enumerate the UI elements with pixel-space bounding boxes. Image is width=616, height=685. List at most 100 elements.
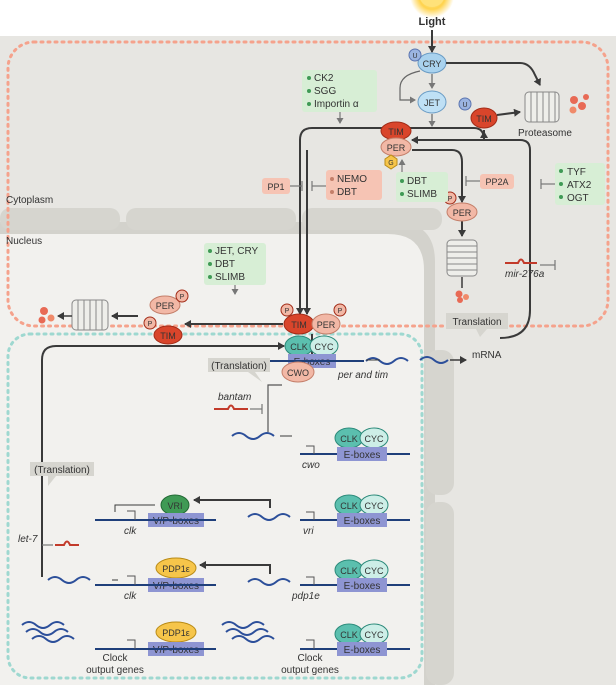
per-protein-left (149, 295, 181, 315)
ubiquitin-badge (458, 97, 472, 111)
cytoplasm-label: Cytoplasm (6, 195, 53, 206)
clk-gene-label-2: clk (124, 591, 137, 602)
envelope-piece-side (426, 502, 454, 685)
svg-text:DBT: DBT (215, 259, 235, 270)
clk-mrna-wave (47, 576, 91, 584)
clk-label: CLK (340, 434, 358, 444)
per-protein-nuc (311, 313, 341, 335)
translation-cwo-label: (Translation) (211, 361, 267, 372)
mir276a-label: mir-276a (505, 269, 545, 280)
svg-text:DBT: DBT (337, 187, 357, 198)
cwo-tss (306, 445, 315, 454)
pp2a-label: PP2A (485, 177, 508, 187)
cry-to-proteasome-arrow (446, 62, 541, 86)
clk-label: CLK (340, 630, 358, 640)
vpbox-vri-label: V/P-boxes (153, 516, 199, 527)
output-tss-left (127, 639, 136, 649)
envelope-piece (0, 208, 120, 230)
cwo-mrna-wave (231, 432, 275, 440)
top-background (0, 0, 616, 36)
output-mrna-right (221, 621, 275, 643)
ebox-cwo-label: E-boxes (344, 450, 381, 461)
cyc-label: CYC (364, 566, 384, 576)
translation-callout-2 (30, 462, 94, 486)
mrna-main-wave-2 (419, 356, 449, 364)
nucleus-border (6, 332, 424, 680)
degraded-fragments-icon (38, 307, 55, 324)
per-label-left: PER (156, 301, 175, 311)
cyc-label: CYC (364, 501, 384, 511)
tim-label-nuc: TIM (291, 320, 307, 330)
svg-text:ATX2: ATX2 (567, 180, 592, 191)
degraded-fragments-icon (569, 94, 589, 114)
vri-gene-label: vri (303, 526, 314, 537)
clock-output-label-left-2: output genes (86, 665, 144, 676)
tim-to-proteasome-arrow (496, 108, 521, 117)
translation-2-label: (Translation) (34, 465, 90, 476)
tim-ubiq-protein (470, 107, 498, 129)
vpbox-output-label: V/P-boxes (153, 645, 199, 656)
translation-callout-cwo (208, 358, 270, 382)
ebox-vri (337, 513, 387, 527)
translation-label: Translation (452, 317, 501, 328)
cyc-label: CYC (314, 342, 334, 352)
vri-to-clk-arrow (114, 504, 155, 512)
vri-tss (306, 511, 315, 520)
pdp-tss (306, 576, 315, 585)
cry-label: CRY (423, 59, 442, 69)
kinase-box-4: TYF ATX2 OGT (555, 163, 605, 205)
bantam-label: bantam (218, 392, 251, 403)
jet-protein (417, 90, 447, 114)
ebox-main-label: E-boxes (294, 357, 331, 368)
clk-loop (41, 342, 285, 577)
phospho-label: P (448, 196, 453, 203)
per-phospho-path (412, 149, 466, 203)
pp2a-box (480, 174, 514, 189)
translation-callout (446, 313, 508, 337)
pdp-translation-arrow (199, 561, 271, 574)
bantam-hairpin-icon (214, 404, 248, 410)
phospho-badge (175, 289, 189, 303)
ebox-pdp-label: E-boxes (344, 581, 381, 592)
vri-mrna-wave (247, 513, 291, 521)
vri-translation-arrow (193, 496, 271, 508)
cwo-translation-arrow (267, 384, 282, 432)
clk-label: CLK (340, 501, 358, 511)
phospho-label: P (285, 308, 290, 315)
pdp-mrna-wave (247, 578, 291, 586)
envelope-piece (126, 208, 296, 230)
let7-label: let-7 (18, 534, 38, 545)
phospho-badge (143, 316, 157, 330)
ebox-pdp (337, 578, 387, 592)
output-mrna-left (21, 621, 75, 643)
svg-text:JET, CRY: JET, CRY (215, 246, 258, 257)
clock-output-label-left-1: Clock (102, 653, 128, 664)
tim-ubiq-label: TIM (476, 114, 492, 124)
ebox-vri-label: E-boxes (344, 516, 381, 527)
clk-label: CLK (340, 566, 358, 576)
pp1-box (262, 178, 290, 194)
svg-text:TYF: TYF (567, 167, 586, 178)
degraded-fragments-icon (455, 290, 469, 303)
per-phospho-protein (446, 202, 478, 222)
ebox-cwo (337, 447, 387, 461)
g-badge (384, 154, 398, 170)
mir276a-hairpin-icon (505, 258, 537, 264)
svg-text:SLIMB: SLIMB (407, 189, 437, 200)
svg-text:SGG: SGG (314, 86, 336, 97)
phospho-label: P (180, 294, 185, 301)
phospho-badge (333, 303, 347, 317)
nucleus-label: Nucleus (6, 236, 42, 247)
mrna-main-wave (365, 357, 409, 365)
proteasome-icon-mid (446, 239, 478, 277)
tim-protein-left (153, 325, 183, 345)
sun-icon (410, 0, 454, 18)
ubiquitin-label: U (462, 102, 467, 109)
sun-core (420, 0, 444, 7)
svg-text:Importin α: Importin α (314, 99, 359, 110)
per-protein-cyto (380, 137, 412, 157)
svg-text:NEMO: NEMO (337, 174, 367, 185)
pdp1e-label: PDP1ε (162, 628, 190, 638)
clk-label: CLK (290, 342, 308, 352)
vpbox-pdp-label: V/P-boxes (153, 581, 199, 592)
